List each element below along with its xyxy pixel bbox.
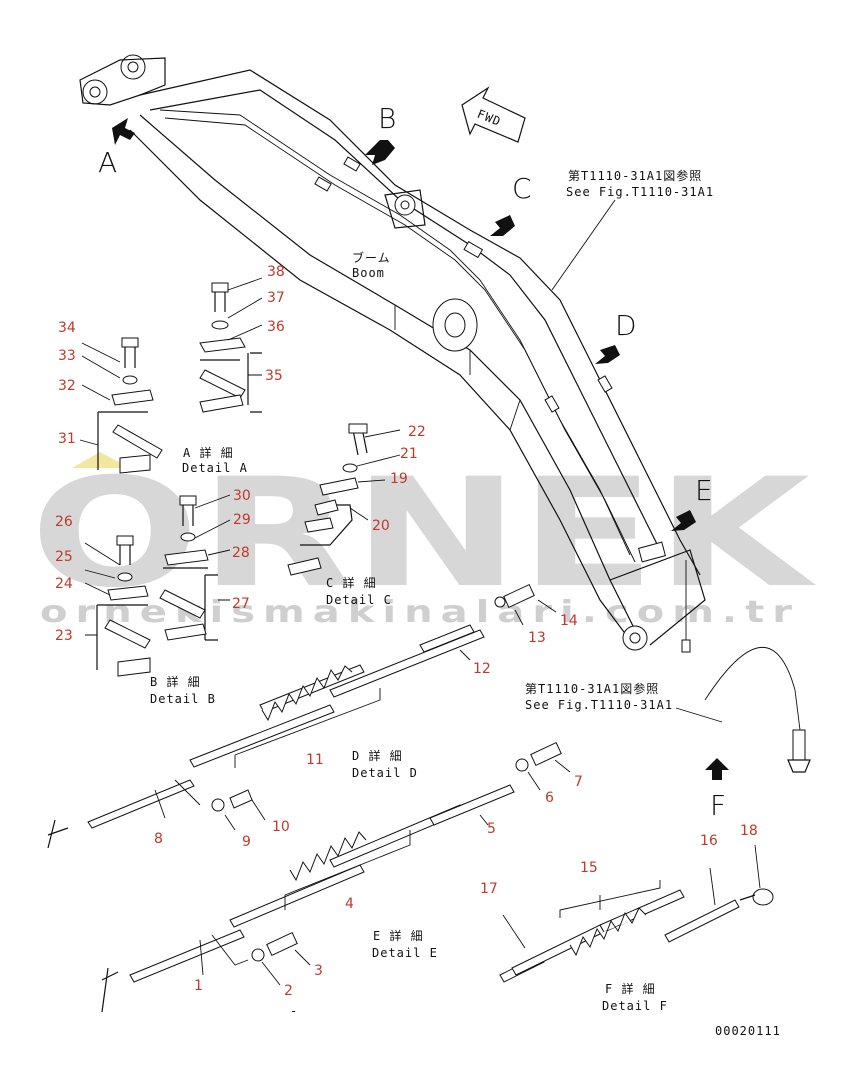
callout-22: 22 [408, 424, 426, 440]
detail-e: E 詳 細 Detail E [101, 741, 571, 1013]
view-arrows [112, 118, 729, 780]
callout-23: 23 [55, 628, 73, 644]
callout-32: 32 [58, 378, 76, 394]
watermark-logo-mark [72, 452, 130, 468]
view-arrow-b [365, 140, 395, 165]
callout-33: 33 [58, 348, 76, 364]
part-callouts: 1 2 3 4 5 6 7 8 9 10 11 12 13 14 15 16 1… [55, 264, 758, 999]
view-arrow-d [595, 345, 620, 364]
view-arrow-e [671, 510, 696, 531]
callout-36: 36 [267, 319, 285, 335]
callout-30: 30 [233, 488, 251, 504]
callout-34: 34 [58, 320, 76, 336]
view-letter-b: B [378, 102, 396, 135]
callout-4: 4 [345, 896, 354, 912]
ref-f-label-jp: 第T1110-31A1図参照 [525, 681, 659, 696]
callout-25: 25 [55, 549, 73, 565]
callout-24: 24 [55, 576, 73, 592]
detail-a-en: Detail A [182, 461, 248, 475]
boom-label-jp: ブーム [352, 250, 391, 265]
view-letter-d: D [615, 309, 637, 342]
callout-21: 21 [400, 446, 418, 462]
view-arrow-c [490, 215, 515, 236]
view-letter-f: F [710, 789, 726, 822]
ref-label-jp: 第T1110-31A1図参照 [568, 168, 702, 183]
callout-13: 13 [528, 630, 546, 646]
detail-a-jp: A 詳 細 [183, 445, 234, 460]
callout-15: 15 [580, 860, 598, 876]
detail-d: D 詳 細 Detail D [47, 583, 557, 849]
callout-31: 31 [58, 431, 76, 447]
callout-11: 11 [306, 752, 324, 768]
callout-1: 1 [194, 978, 203, 994]
callout-17: 17 [480, 881, 498, 897]
callout-37: 37 [267, 290, 285, 306]
detail-e-en: Detail E [372, 946, 438, 960]
callout-12: 12 [473, 661, 491, 677]
view-letter-e: E [695, 474, 713, 507]
detail-b: B 詳 細 Detail B [84, 494, 231, 706]
detail-a: A 詳 細 Detail A [79, 277, 263, 475]
view-letter-c: C [512, 172, 532, 205]
detail-c-en: Detail C [326, 593, 392, 607]
view-arrow-a [112, 118, 135, 145]
forward-arrow: FWD [461, 86, 526, 143]
detail-f: F 詳 細 Detail F [499, 844, 774, 1013]
callout-16: 16 [700, 833, 718, 849]
callout-27: 27 [232, 596, 250, 612]
callout-5: 5 [487, 821, 496, 837]
callout-29: 29 [233, 512, 251, 528]
separator-mark: - [290, 1004, 298, 1018]
callout-6: 6 [545, 790, 554, 806]
callout-8: 8 [154, 831, 163, 847]
view-letters: A B C D E F [98, 102, 726, 822]
bolt-18-head [752, 888, 774, 906]
detail-f-en: Detail F [602, 999, 668, 1013]
callout-2: 2 [284, 983, 293, 999]
detail-e-jp: E 詳 細 [373, 928, 424, 943]
detail-d-en: Detail D [352, 766, 418, 780]
callout-7: 7 [574, 774, 583, 790]
ref-f-label-en: See Fig.T1110-31A1 [525, 698, 673, 712]
callout-18: 18 [740, 823, 758, 839]
detail-b-jp: B 詳 細 [150, 674, 201, 689]
spring-guard-e [289, 831, 367, 882]
callout-20: 20 [372, 518, 390, 534]
boom-assembly [79, 54, 811, 773]
callout-38: 38 [267, 264, 285, 280]
callout-19: 19 [390, 471, 408, 487]
callout-35: 35 [265, 368, 283, 384]
detail-c: C 詳 細 Detail C [287, 423, 401, 607]
callout-9: 9 [242, 834, 251, 850]
spring-guard-d [261, 665, 353, 722]
callout-28: 28 [232, 545, 250, 561]
boom-label-en: Boom [352, 266, 385, 280]
drawing-number: 00020111 [715, 1024, 781, 1038]
spring-guard-f [569, 907, 647, 957]
callout-10: 10 [272, 819, 290, 835]
detail-f-jp: F 詳 細 [605, 981, 656, 996]
callout-3: 3 [314, 963, 323, 979]
view-arrow-f [705, 758, 729, 780]
detail-c-jp: C 詳 細 [326, 575, 377, 590]
ref-label-en: See Fig.T1110-31A1 [566, 185, 714, 199]
watermark: ORNEK ornekismakinalari.com.tr [30, 447, 816, 630]
watermark-brand: ORNEK [30, 447, 816, 621]
view-letter-a: A [98, 146, 117, 179]
callout-14: 14 [560, 613, 578, 629]
detail-d-jp: D 詳 細 [352, 748, 403, 763]
detail-b-en: Detail B [150, 692, 216, 706]
callout-26: 26 [55, 514, 73, 530]
